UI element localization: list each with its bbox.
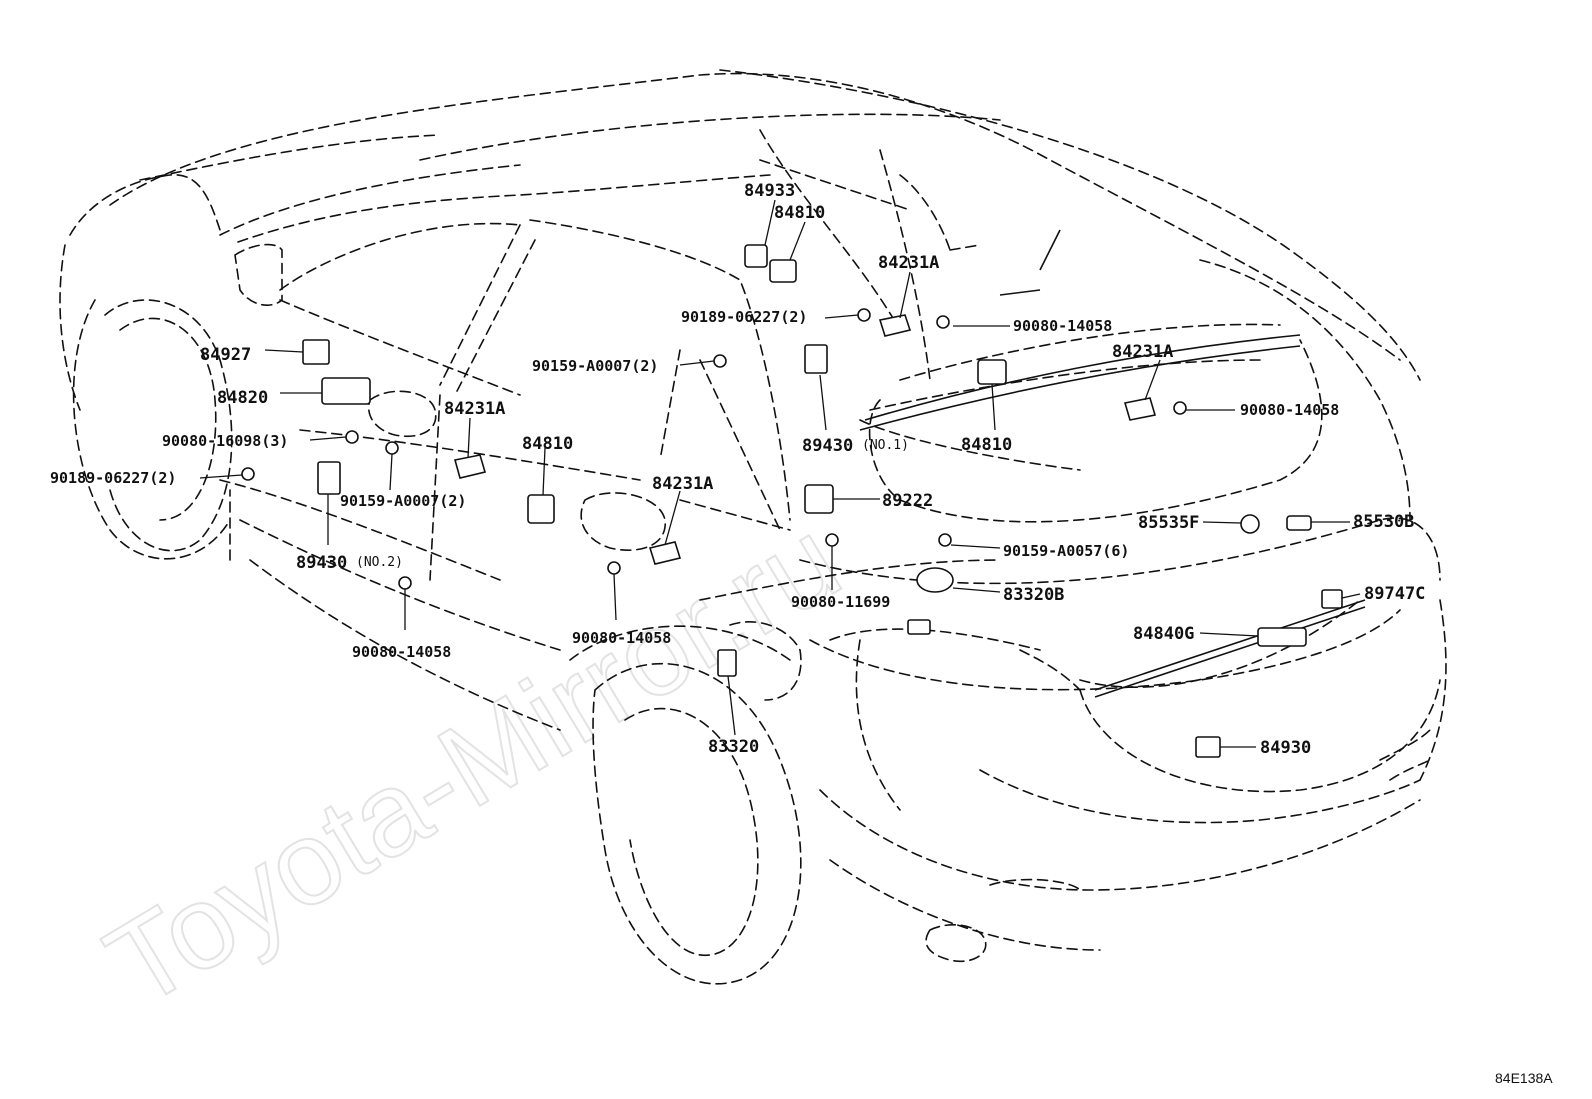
part-85530b-shape [1286,515,1312,531]
trim-strips [859,229,1366,698]
label-84930: 84930 [1260,738,1311,758]
watermark-text: Toyota-Mirror.ru [85,494,861,1033]
part-89222-shape [804,484,834,514]
label-84231a-right: 84231A [1112,342,1173,362]
label-89747c: 89747C [1364,584,1425,604]
label-84231a-center: 84231A [652,474,713,494]
label-84810-right: 84810 [961,435,1012,455]
part-83320-shape [717,649,737,677]
label-89430-no1-note: (NO.1) [862,438,909,453]
part-90080-right-shape [1173,401,1187,415]
label-84231a-left: 84231A [444,399,505,419]
part-84820-shape [321,377,371,405]
label-83320: 83320 [708,737,759,757]
part-84231a-left-shape [453,454,487,479]
part-90189-top-shape [857,308,871,322]
part-90080-lower-shape [607,561,621,575]
parts-glyphs [241,244,1343,758]
label-84840g: 84840G [1133,624,1194,644]
part-84231a-center-shape [648,541,682,565]
part-90080-11699-shape [825,533,839,547]
part-89430-no1-shape [804,344,828,374]
label-90159-left: 90159-A0007(2) [340,492,466,510]
vehicle-body-outline [59,69,1447,985]
label-89430-no2-note: (NO.2) [356,555,403,570]
part-90159-left-shape [385,441,399,455]
part-89747c-shape [1321,589,1343,609]
part-89430-no2-shape [317,461,341,495]
label-90159-a0057: 90159-A0057(6) [1003,542,1129,560]
part-84927-shape [302,339,330,365]
part-90159-a0057-shape [938,533,952,547]
label-90189-left: 90189-06227(2) [50,469,176,487]
label-90080-11699: 90080-11699 [791,593,890,611]
callout-labels: 84933 84810 84231A 90189-06227(2) 90080-… [50,181,1425,758]
label-90080-right: 90080-14058 [1240,401,1339,419]
part-85535f-shape [1240,514,1260,534]
part-84231a-right-shape [1123,397,1157,421]
label-90189-top: 90189-06227(2) [681,308,807,326]
part-84933-shape [744,244,768,268]
label-84231a-top: 84231A [878,253,939,273]
label-90080-bottom-left: 90080-14058 [352,643,451,661]
part-90159-mid-shape [713,354,727,368]
label-89222: 89222 [882,491,933,511]
part-90080-16098-shape [345,430,359,444]
part-83320b-connector-shape [907,619,931,635]
label-90080-top: 90080-14058 [1013,317,1112,335]
label-85535f: 85535F [1138,513,1199,533]
part-90189-left-shape [241,467,255,481]
label-90080-lower: 90080-14058 [572,629,671,647]
label-90159-mid: 90159-A0007(2) [532,357,658,375]
label-89430-no1: 89430 [802,436,853,456]
part-84231a-top-shape [878,314,912,337]
part-84840g-shape [1257,627,1307,647]
diagram-code: 84E138A [1495,1070,1553,1086]
part-90080-bottom-left-shape [398,576,412,590]
part-84810-right-shape [977,359,1007,385]
part-84810-top-shape [769,259,797,283]
leader-lines [199,199,1361,748]
label-84810-left: 84810 [522,434,573,454]
part-90080-top-shape [936,315,950,329]
label-84810-top: 84810 [774,203,825,223]
part-84810-left-shape [527,494,555,524]
label-83320b: 83320B [1003,585,1064,605]
label-85530b: 85530B [1353,512,1414,532]
label-89430-no2: 89430 [296,553,347,573]
label-84927: 84927 [200,345,251,365]
part-83320b-shape [916,567,954,593]
label-90080-16098: 90080-16098(3) [162,432,288,450]
part-84930-shape [1195,736,1221,758]
label-84933: 84933 [744,181,795,201]
label-84820: 84820 [217,388,268,408]
